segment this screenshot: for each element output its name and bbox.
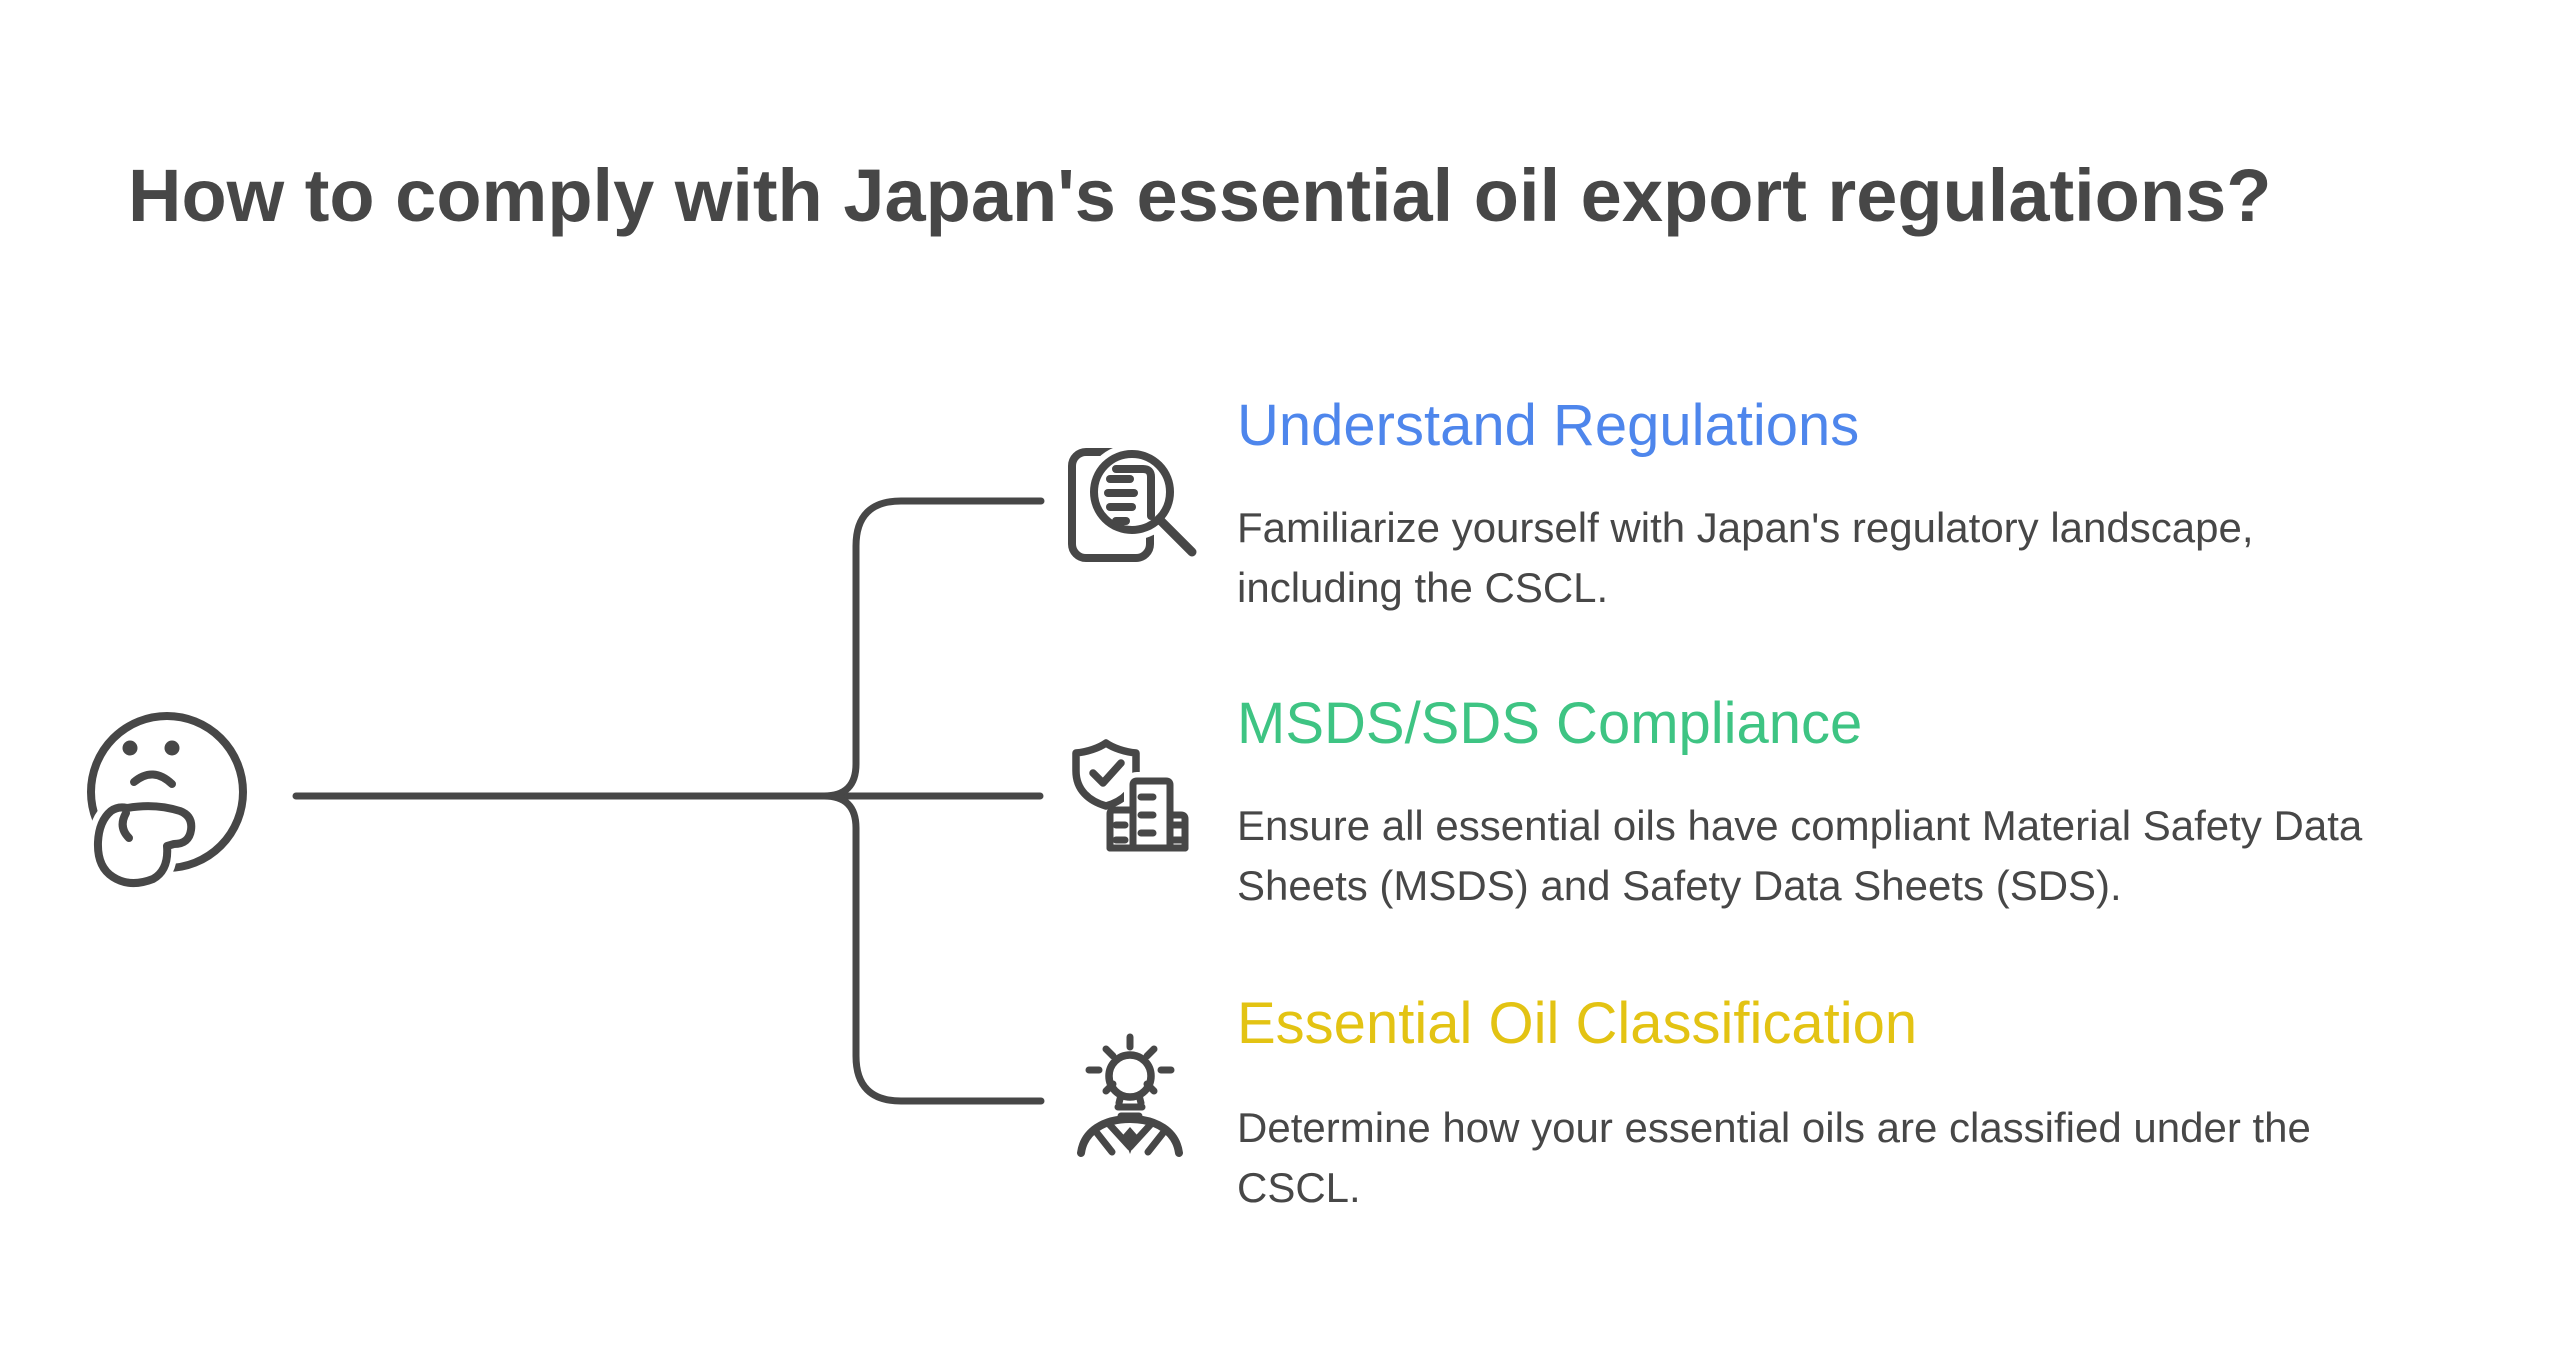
connector-top-branch	[820, 497, 1045, 800]
item-heading-essential-oil-classification: Essential Oil Classification	[1237, 991, 1918, 1056]
face-frown	[130, 770, 176, 788]
face-left-eye	[122, 740, 138, 756]
item-description-understand-regulations: Familiarize yourself with Japan's regula…	[1237, 504, 2254, 611]
page-title: How to comply with Japan's essential oil…	[128, 154, 2272, 237]
lightbulb-person-icon	[1077, 1033, 1183, 1157]
thinking-face-icon	[87, 712, 247, 893]
shield-check-building-icon	[1072, 739, 1189, 854]
building	[1106, 772, 1189, 854]
face-hand	[87, 796, 202, 893]
necktie	[1123, 1127, 1137, 1154]
magnifier-handle	[1154, 514, 1197, 557]
person-shoulders	[1077, 1115, 1183, 1157]
item-heading-understand-regulations: Understand Regulations	[1237, 393, 1860, 458]
building-windows	[1112, 793, 1185, 844]
connector-bottom-branch	[820, 792, 1045, 1105]
item-description-msds-sds-compliance: Ensure all essential oils have compliant…	[1237, 802, 2363, 909]
lightbulb	[1105, 1051, 1155, 1120]
item-heading-msds-sds-compliance: MSDS/SDS Compliance	[1237, 691, 1863, 756]
shield-check	[1072, 739, 1140, 810]
document-search-icon	[1068, 444, 1197, 562]
item-description-essential-oil-classification: Determine how your essential oils are cl…	[1237, 1104, 2311, 1211]
lightbulb-rays	[1085, 1033, 1175, 1095]
face-right-eye	[164, 740, 180, 756]
document-text-lines	[1104, 465, 1155, 525]
